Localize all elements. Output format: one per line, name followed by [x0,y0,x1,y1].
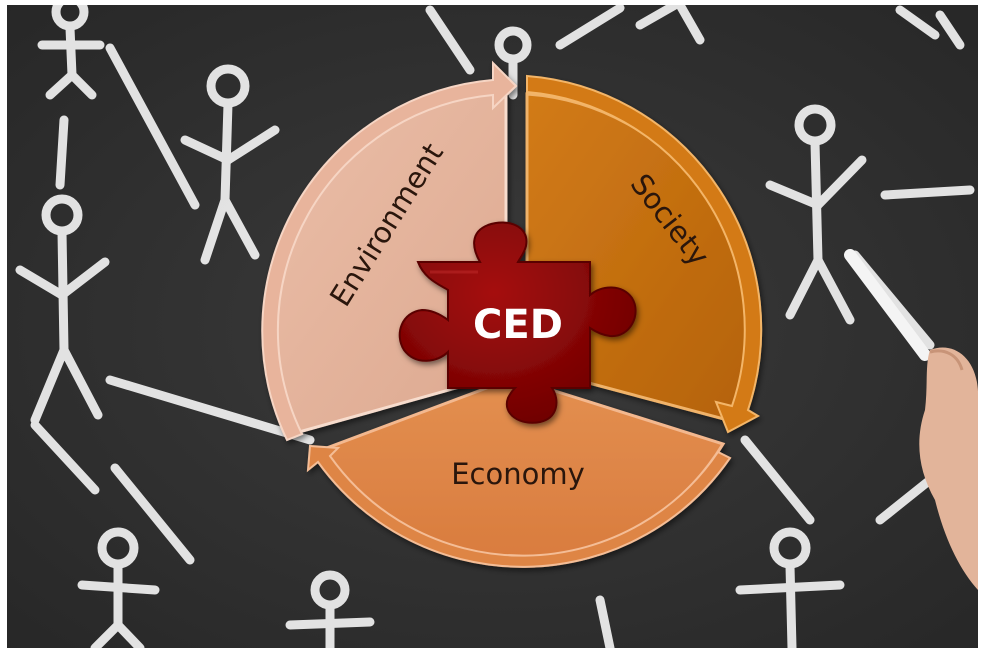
economy-label: Economy [451,457,585,491]
society-arrow [526,74,763,434]
environment-arrow [261,60,518,442]
hand-with-chalk [844,249,978,590]
ced-center-label: CED [473,302,563,348]
puzzle-piece-center [398,221,637,424]
economy-arrow [306,444,732,568]
ced-diagram-image: Environment Society Economy CED [7,5,978,648]
diagram-svg: Environment Society Economy CED [7,5,978,648]
